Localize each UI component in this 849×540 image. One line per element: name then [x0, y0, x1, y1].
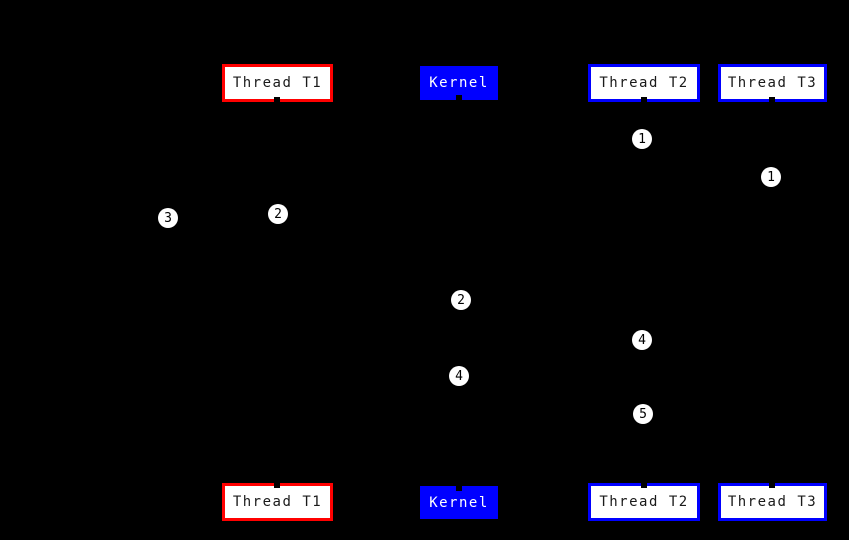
participant-label-thread-t3-top: Thread T3: [727, 75, 818, 91]
step-marker-5: 5: [633, 404, 653, 424]
participant-box-thread-t2-bottom: Thread T2: [588, 483, 700, 521]
lifeline-stub: [274, 97, 280, 102]
lifeline-stub: [641, 483, 647, 488]
participant-box-thread-t1-top: Thread T1: [222, 64, 333, 102]
lifeline-stub: [456, 486, 462, 491]
participant-label-thread-t1-bottom: Thread T1: [232, 494, 323, 510]
participant-label-thread-t2-top: Thread T2: [599, 75, 689, 91]
step-marker-3: 3: [158, 208, 178, 228]
participant-label-kernel-bottom: Kernel: [429, 494, 489, 511]
step-marker-2: 2: [451, 290, 471, 310]
step-marker-2: 2: [268, 204, 288, 224]
step-marker-4: 4: [632, 330, 652, 350]
participant-label-thread-t1-top: Thread T1: [232, 75, 323, 91]
participant-label-thread-t3-bottom: Thread T3: [727, 494, 818, 510]
participant-box-thread-t1-bottom: Thread T1: [222, 483, 333, 521]
step-marker-4: 4: [449, 366, 469, 386]
lifeline-stub: [456, 95, 462, 100]
lifeline-stub: [769, 483, 775, 488]
lifeline-stub: [769, 97, 775, 102]
step-marker-1: 1: [761, 167, 781, 187]
participant-box-thread-t3-top: Thread T3: [718, 64, 827, 102]
step-marker-1: 1: [632, 129, 652, 149]
participant-box-kernel-top: Kernel: [420, 66, 498, 100]
lifeline-stub: [274, 483, 280, 488]
participant-label-thread-t2-bottom: Thread T2: [599, 494, 689, 510]
participant-box-thread-t3-bottom: Thread T3: [718, 483, 827, 521]
lifeline-stub: [641, 97, 647, 102]
participant-box-thread-t2-top: Thread T2: [588, 64, 700, 102]
participant-label-kernel-top: Kernel: [429, 75, 489, 91]
participant-box-kernel-bottom: Kernel: [420, 486, 498, 519]
